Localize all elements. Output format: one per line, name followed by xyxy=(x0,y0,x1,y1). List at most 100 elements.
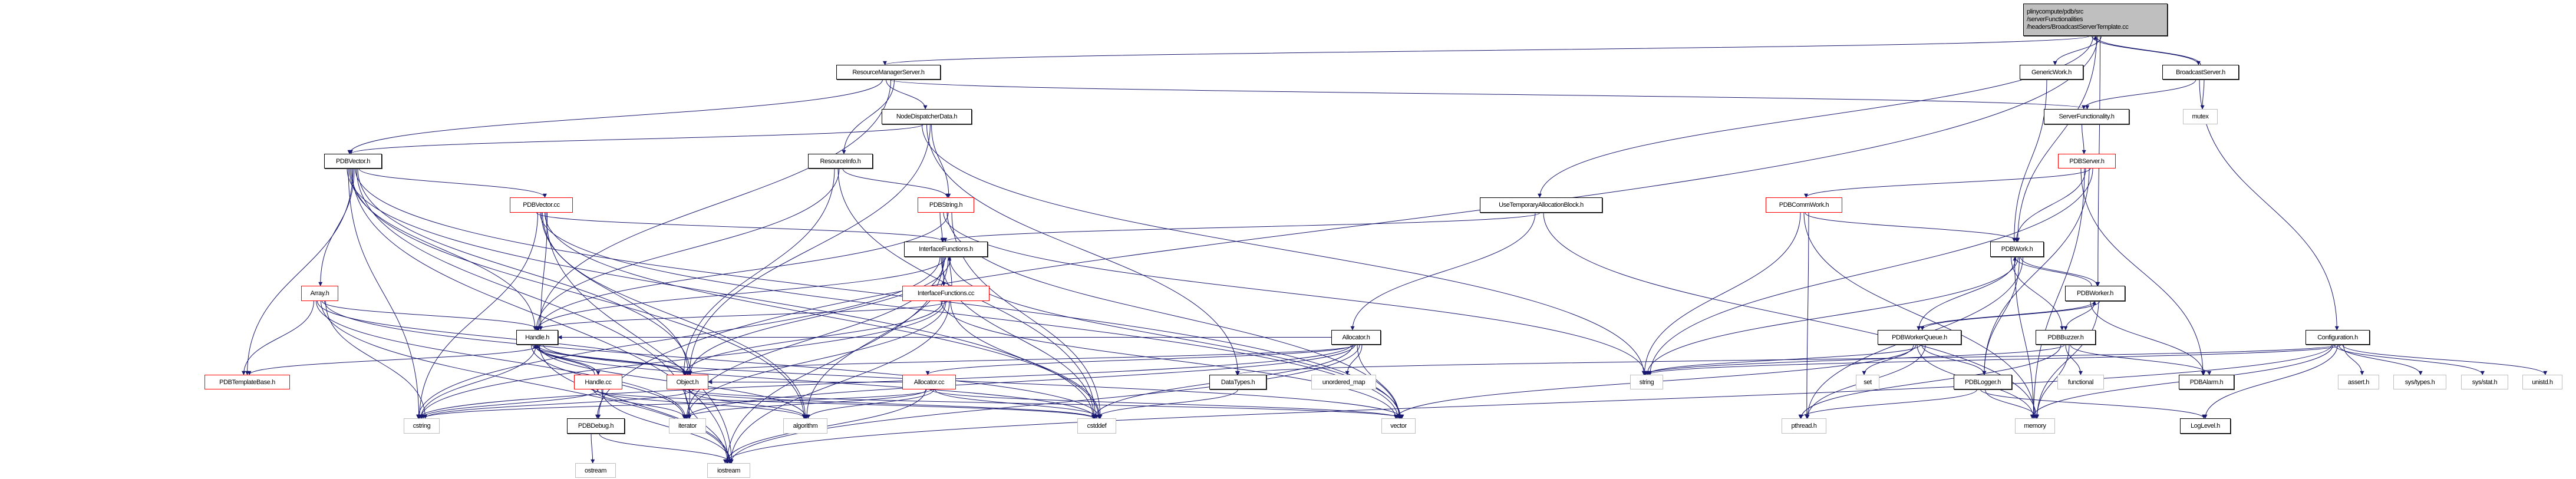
edge-ndd-to-pdbvector xyxy=(349,124,923,154)
node-wqueue[interactable]: PDBWorkerQueue.h xyxy=(1878,330,1961,345)
node-root[interactable]: plinycompute/pdb/src/serverFunctionaliti… xyxy=(2023,4,2168,36)
node-loglevel[interactable]: LogLevel.h xyxy=(2180,418,2231,434)
edge-ifacecc-to-iface xyxy=(947,256,952,286)
node-alarm[interactable]: PDBAlarm.h xyxy=(2179,375,2234,389)
node-rinfo[interactable]: ResourceInfo.h xyxy=(808,154,873,169)
node-algorithm[interactable]: algorithm xyxy=(783,418,827,434)
node-ifacecc[interactable]: InterfaceFunctions.cc xyxy=(902,286,989,301)
edge-handle-to-iostream xyxy=(539,344,733,464)
node-pdbserver[interactable]: PDBServer.h xyxy=(2058,154,2116,169)
node-sysstat[interactable]: sys/stat.h xyxy=(2461,375,2508,389)
edge-allocator-to-cstring xyxy=(417,344,1352,419)
node-cstring[interactable]: cstring xyxy=(404,418,440,434)
edge-ifacecc-to-cstring xyxy=(418,300,945,419)
node-memory[interactable]: memory xyxy=(2015,418,2055,434)
node-tbase[interactable]: PDBTemplateBase.h xyxy=(205,375,290,389)
node-label: PDBDebug.h xyxy=(578,422,614,430)
node-systypes[interactable]: sys/types.h xyxy=(2393,375,2446,389)
edge-pdbvectorcc-to-handle xyxy=(539,212,547,331)
edge-bserver-to-root xyxy=(2093,35,2201,65)
edge-pdbvectorcc-to-object xyxy=(542,212,691,375)
node-pdbvector[interactable]: PDBVector.h xyxy=(324,154,382,169)
node-pdbvectorcc[interactable]: PDBVector.cc xyxy=(510,197,573,213)
node-sfunc[interactable]: ServerFunctionality.h xyxy=(2044,109,2129,124)
edge-root-to-rms xyxy=(883,35,2090,65)
edge-logger-to-memory xyxy=(1985,389,2039,419)
node-buzzer[interactable]: PDBBuzzer.h xyxy=(2036,330,2096,345)
node-cstddef[interactable]: cstddef xyxy=(1077,418,1116,434)
edge-handlecc-to-cstddef xyxy=(592,389,1096,419)
edge-root-to-bserver xyxy=(2092,35,2201,65)
node-unistd[interactable]: unistd.h xyxy=(2522,375,2562,389)
node-label: memory xyxy=(2024,422,2046,430)
node-logger[interactable]: PDBLogger.h xyxy=(1954,375,2012,389)
edge-array-to-cstring xyxy=(325,300,427,419)
edge-config-to-datatypes xyxy=(1235,344,2337,375)
node-iface[interactable]: InterfaceFunctions.h xyxy=(904,242,988,257)
node-array[interactable]: Array.h xyxy=(301,286,338,301)
node-allocatorcc[interactable]: Allocator.cc xyxy=(902,375,956,389)
node-label: PDBTemplateBase.h xyxy=(219,378,275,386)
node-label: PDBVector.h xyxy=(336,157,370,165)
edge-rms-to-pdbvector xyxy=(347,79,883,154)
node-label: BroadcastServer.h xyxy=(2176,68,2225,76)
node-functional[interactable]: functional xyxy=(2057,375,2104,389)
node-label-line: /headers/BroadcastServerTemplate.cc xyxy=(2027,24,2129,31)
node-bserver[interactable]: BroadcastServer.h xyxy=(2162,65,2239,80)
node-handlecc[interactable]: Handle.cc xyxy=(574,375,622,389)
node-umap[interactable]: unordered_map xyxy=(1311,375,1376,389)
edge-handle-to-vector xyxy=(543,344,1404,419)
edge-pdbserver-to-memory xyxy=(2031,168,2085,419)
edge-commwork-to-pthread xyxy=(1805,212,1809,419)
node-pdbstring[interactable]: PDBString.h xyxy=(918,197,974,213)
edge-buzzer-to-alarm xyxy=(2070,344,2212,375)
node-label: DataTypes.h xyxy=(1221,378,1255,386)
edge-pdbvector-to-algorithm xyxy=(350,168,806,419)
node-mutex[interactable]: mutex xyxy=(2183,109,2218,124)
edge-allocatorcc-to-algorithm xyxy=(806,389,934,419)
node-commwork[interactable]: PDBCommWork.h xyxy=(1766,197,1842,213)
node-debug[interactable]: PDBDebug.h xyxy=(567,418,625,434)
edge-pdbserver-to-alarm xyxy=(2080,168,2205,375)
edge-rms-to-rinfo xyxy=(842,79,895,154)
node-iterator[interactable]: iterator xyxy=(669,418,706,434)
edge-wqueue-to-worker xyxy=(1918,300,2097,331)
edge-buzzer-to-string xyxy=(1644,344,2065,375)
node-vector[interactable]: vector xyxy=(1381,418,1416,434)
node-generic[interactable]: GenericWork.h xyxy=(2020,65,2083,80)
node-label: PDBString.h xyxy=(929,201,963,209)
edge-object-to-cstring xyxy=(423,389,694,419)
node-pthread[interactable]: pthread.h xyxy=(1782,418,1826,434)
edge-array-to-iterator xyxy=(316,300,688,419)
node-iostream[interactable]: iostream xyxy=(707,463,750,478)
node-assert[interactable]: assert.h xyxy=(2338,375,2379,389)
edge-bserver-to-config xyxy=(2199,79,2339,331)
node-utab[interactable]: UseTemporaryAllocationBlock.h xyxy=(1480,197,1602,213)
edge-logger-to-loglevel xyxy=(1980,389,2206,419)
node-config[interactable]: Configuration.h xyxy=(2305,330,2370,345)
node-label: ServerFunctionality.h xyxy=(2059,113,2115,120)
edge-allocator-to-iterator xyxy=(684,344,1355,419)
node-label: vector xyxy=(1390,422,1407,430)
edge-pdbstring-to-string xyxy=(943,212,1648,375)
node-set[interactable]: set xyxy=(1856,375,1879,389)
node-rms[interactable]: ResourceManagerServer.h xyxy=(836,65,941,80)
edge-commwork-to-string xyxy=(1642,212,1801,375)
node-allocator[interactable]: Allocator.h xyxy=(1331,330,1381,345)
node-datatypes[interactable]: DataTypes.h xyxy=(1209,375,1266,389)
edge-pdbvector-to-vector xyxy=(355,168,1402,419)
node-worker[interactable]: PDBWorker.h xyxy=(2065,286,2125,301)
edge-ifacecc-to-handle xyxy=(536,300,948,331)
node-pdbwork[interactable]: PDBWork.h xyxy=(1990,242,2044,257)
node-label: assert.h xyxy=(2348,378,2369,386)
node-string[interactable]: string xyxy=(1630,375,1663,389)
node-object[interactable]: Object.h xyxy=(667,375,708,389)
node-handle[interactable]: Handle.h xyxy=(516,330,558,345)
node-ostream[interactable]: ostream xyxy=(575,463,616,478)
edge-ndd-to-datatypes xyxy=(926,124,1240,375)
edge-pdbwork-to-wqueue xyxy=(1917,256,2016,331)
node-ndd[interactable]: NodeDispatcherData.h xyxy=(882,109,972,124)
edge-pdbvector-to-iostream xyxy=(351,168,730,464)
node-label: Handle.h xyxy=(525,333,549,341)
